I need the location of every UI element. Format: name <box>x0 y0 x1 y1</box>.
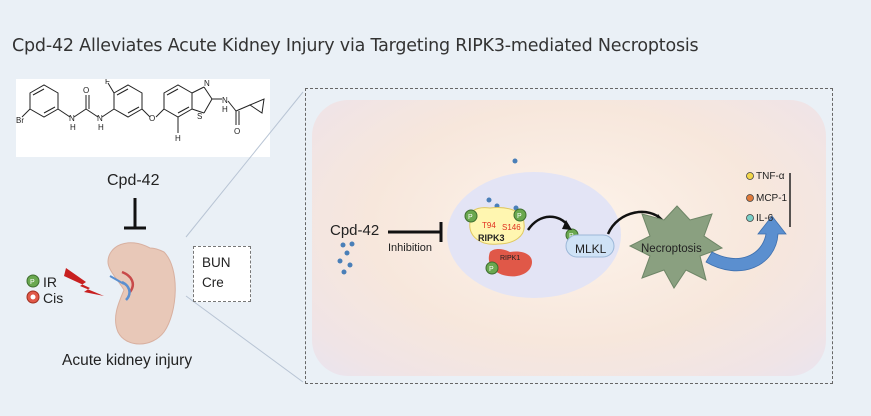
mlkl-shape <box>565 234 615 258</box>
cis-label: Cis <box>43 290 64 306</box>
atom-n2: N <box>97 114 103 123</box>
svg-text:P: P <box>489 266 494 273</box>
atom-n1: N <box>69 114 75 123</box>
panel-compound-label: Cpd-42 <box>330 222 380 239</box>
chemical-structure: Br F N H O N H O N S H N H O <box>16 77 270 157</box>
compound-label: Cpd-42 <box>107 172 160 189</box>
svg-text:P: P <box>30 279 35 286</box>
release-arrow <box>705 215 787 272</box>
atom-n4: N <box>222 96 228 105</box>
ripk3-shape <box>468 207 525 245</box>
structure-drawing: Br F N H O N H O N S H N H O <box>16 77 265 143</box>
ir-dot-icon <box>26 274 40 288</box>
mcp1-dot-icon <box>746 194 754 202</box>
necroptosis-star <box>628 205 724 289</box>
site-s146-label: S146 <box>502 223 521 232</box>
organ-label: Acute kidney injury <box>62 352 193 369</box>
mlkl-label: MLKL <box>575 242 607 256</box>
svg-text:P: P <box>517 213 522 220</box>
atom-f: F <box>105 79 110 86</box>
cytokine-tnf-label: TNF-α <box>756 171 785 182</box>
atom-h3: H <box>175 134 181 143</box>
atom-br: Br <box>16 116 24 125</box>
atom-o2: O <box>149 114 155 123</box>
page-title: Cpd-42 Alleviates Acute Kidney Injury vi… <box>12 36 699 56</box>
injury-lightning-icon <box>64 268 104 296</box>
atom-o1: O <box>83 86 89 95</box>
inhibition-label: Inhibition <box>388 242 433 254</box>
atom-h1: H <box>70 123 76 132</box>
zoom-line-top <box>185 91 304 238</box>
ripk1-shape <box>488 249 532 277</box>
il6-dot-icon <box>746 214 754 222</box>
kidney-icon <box>107 242 176 345</box>
cytokine-mcp1-label: MCP-1 <box>756 193 788 204</box>
marker-box <box>193 246 251 302</box>
atom-h4: H <box>222 105 228 114</box>
site-t94-label: T94 <box>482 221 496 230</box>
ripk1-label: RIPK1 <box>500 255 521 262</box>
mechanism-panel-frame <box>305 88 833 384</box>
necroptosis-label: Necroptosis <box>641 243 702 255</box>
marker-cre: Cre <box>202 275 224 290</box>
ir-label: IR <box>43 274 57 290</box>
atom-o3: O <box>234 127 240 136</box>
atom-s: S <box>197 112 202 121</box>
atom-n3: N <box>204 79 210 88</box>
cytokine-il6-label: IL-6 <box>756 213 774 224</box>
atom-h2: H <box>98 123 104 132</box>
arrow-ripk3-mlkl <box>526 215 570 231</box>
zoom-line-bottom <box>185 295 304 383</box>
ripk3-label: RIPK3 <box>478 233 505 243</box>
svg-text:P: P <box>468 214 473 221</box>
marker-bun: BUN <box>202 255 231 270</box>
tnf-dot-icon <box>746 172 754 180</box>
